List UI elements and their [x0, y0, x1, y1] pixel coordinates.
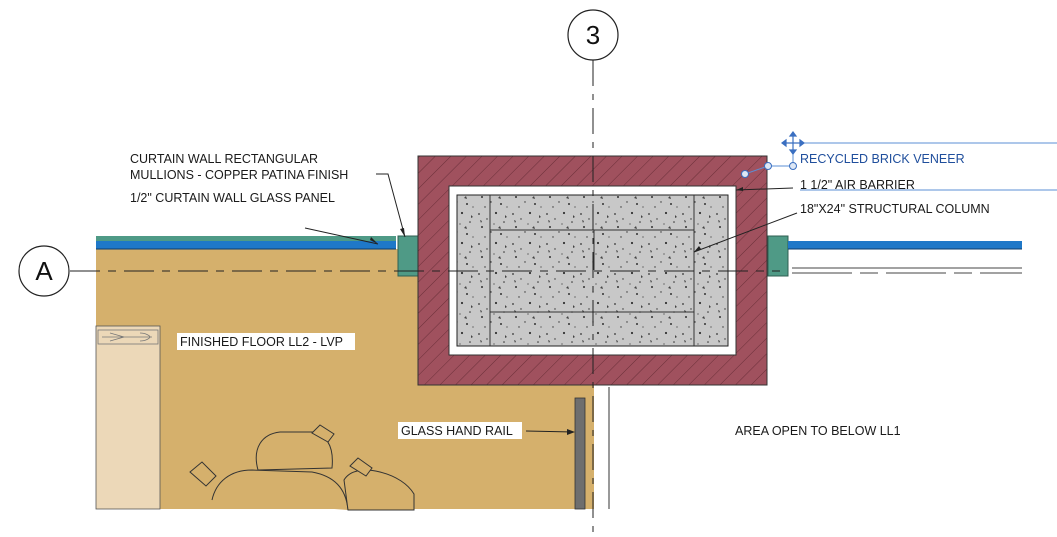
label-finished-floor[interactable]: FINISHED FLOOR LL2 - LVP [180, 335, 343, 349]
leader-grip-end[interactable] [790, 163, 797, 170]
label-mullion-line1[interactable]: CURTAIN WALL RECTANGULAR [130, 152, 318, 166]
leader-grip-arrow[interactable] [742, 171, 749, 178]
grid-label-a: A [35, 256, 53, 286]
label-mullion-line2[interactable]: MULLIONS - COPPER PATINA FINISH [130, 168, 348, 182]
move-handle-icon[interactable] [782, 132, 804, 154]
label-glass-hand-rail[interactable]: GLASS HAND RAIL [401, 424, 513, 438]
grid-label-3: 3 [586, 20, 600, 50]
mullion-left [398, 236, 418, 276]
label-brick-veneer[interactable]: RECYCLED BRICK VENEER [800, 152, 965, 166]
glass-hand-rail [575, 398, 585, 509]
label-air-barrier[interactable]: 1 1/2" AIR BARRIER [800, 178, 915, 192]
floor-area-light [96, 326, 160, 509]
curtain-wall-right [788, 241, 1022, 273]
label-glass-panel[interactable]: 1/2" CURTAIN WALL GLASS PANEL [130, 191, 335, 205]
leader-grip-elbow[interactable] [765, 163, 772, 170]
mullion-right [768, 236, 788, 276]
label-open-area[interactable]: AREA OPEN TO BELOW LL1 [735, 424, 901, 438]
label-structural-column[interactable]: 18"X24" STRUCTURAL COLUMN [800, 202, 990, 216]
